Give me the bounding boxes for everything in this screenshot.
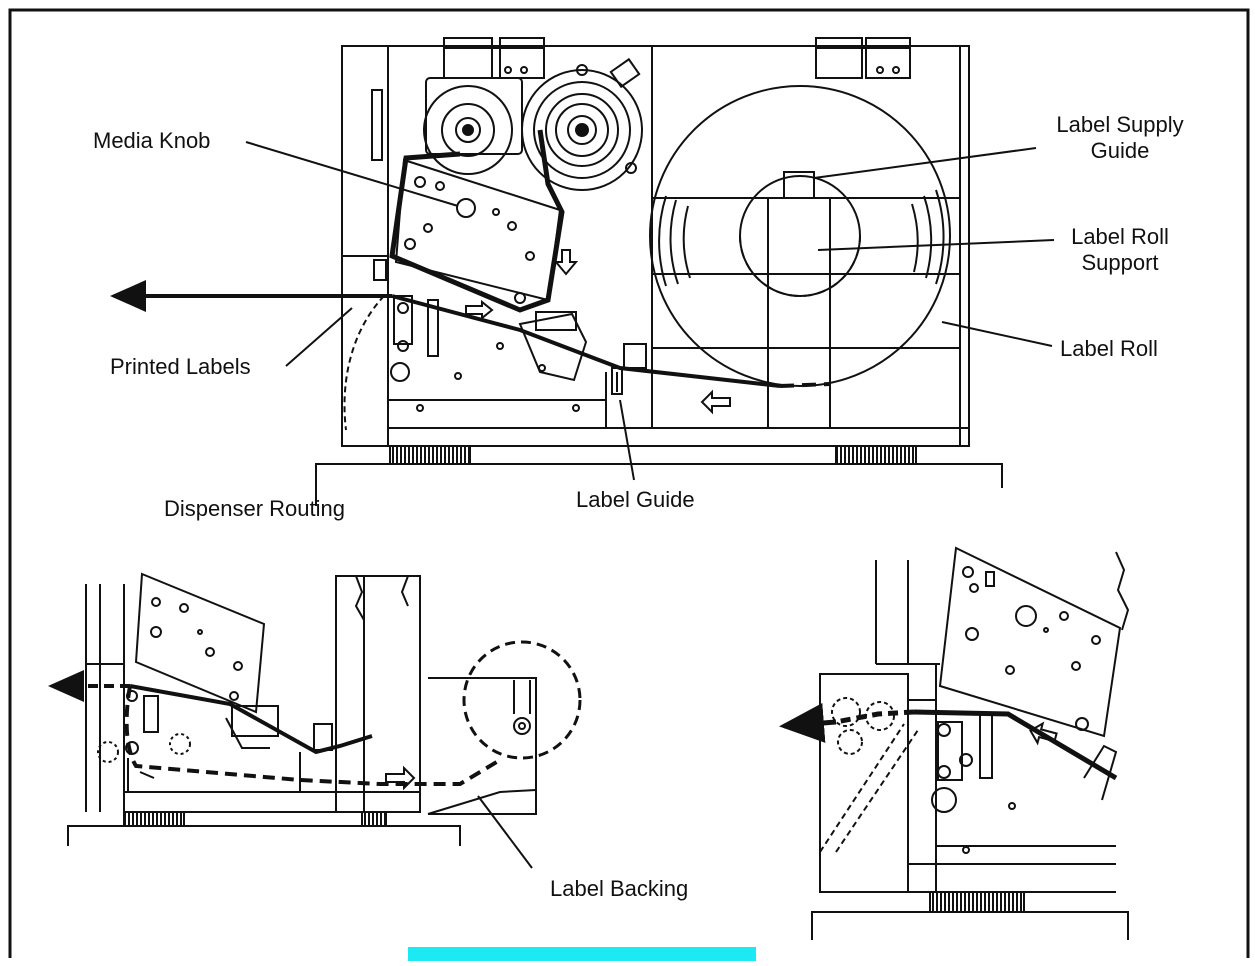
printed-labels-closeup-illustration xyxy=(811,546,1130,940)
printed-labels-label: Printed Labels xyxy=(110,354,251,379)
label-roll-support-line2: Support xyxy=(1081,250,1159,275)
media-knob-label: Media Knob xyxy=(93,128,211,153)
label-supply-guide-label: Label Supply Guide xyxy=(1036,112,1204,164)
label-guide-label: Label Guide xyxy=(576,487,695,512)
top-printer-illustration xyxy=(315,37,1003,506)
label-supply-guide-line1: Label Supply xyxy=(1056,112,1184,137)
dispenser-routing-label: Dispenser Routing xyxy=(164,496,345,521)
label-supply-guide-line2: Guide xyxy=(1090,138,1150,163)
closeup-exit-arrow xyxy=(779,702,837,743)
label-roll-support-label: Label Roll Support xyxy=(1050,224,1190,276)
top-leader-lines xyxy=(245,141,1055,481)
dispenser-routing-illustration xyxy=(67,572,582,846)
label-backing-label: Label Backing xyxy=(550,876,689,901)
highlight-bar xyxy=(408,947,756,961)
label-backing-leader xyxy=(477,795,533,869)
label-roll-support-line1: Label Roll xyxy=(1071,224,1169,249)
label-roll-label: Label Roll xyxy=(1060,336,1158,361)
figure-frame xyxy=(8,8,1250,958)
